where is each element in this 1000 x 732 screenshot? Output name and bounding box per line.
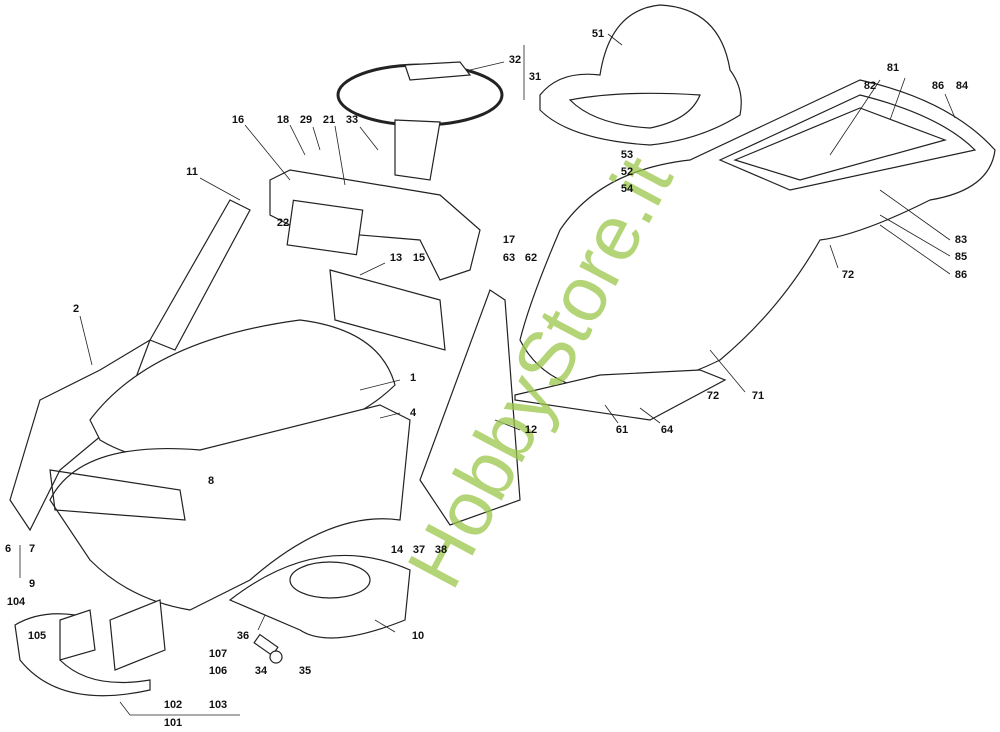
callout-35: 35 <box>298 665 312 677</box>
front-bumper <box>14 613 151 697</box>
callout-38: 38 <box>434 544 448 556</box>
callout-12: 12 <box>524 424 538 436</box>
callout-14: 14 <box>390 544 404 556</box>
side-panel-left <box>149 199 251 351</box>
callout-82: 82 <box>863 80 877 92</box>
rear-fender <box>519 79 996 391</box>
callout-17: 17 <box>502 234 516 246</box>
callout-101: 101 <box>163 717 183 729</box>
callout-105: 105 <box>27 630 47 642</box>
callout-85: 85 <box>954 251 968 263</box>
callout-104: 104 <box>6 596 26 608</box>
callout-37: 37 <box>412 544 426 556</box>
callout-10: 10 <box>411 630 425 642</box>
callout-33: 33 <box>345 114 359 126</box>
callout-15: 15 <box>412 252 426 264</box>
callout-107: 107 <box>208 648 228 660</box>
callout-22: 22 <box>276 217 290 229</box>
callout-62: 62 <box>524 252 538 264</box>
front-body <box>49 404 411 611</box>
callout-7: 7 <box>28 543 36 555</box>
callout-52: 52 <box>620 166 634 178</box>
callout-11: 11 <box>186 166 198 178</box>
panel-12 <box>419 289 521 526</box>
callout-8: 8 <box>207 475 215 487</box>
dashboard <box>269 169 481 281</box>
callout-103: 103 <box>208 699 228 711</box>
callout-31: 31 <box>528 71 542 83</box>
callout-61: 61 <box>615 424 629 436</box>
callout-86: 86 <box>931 80 945 92</box>
callout-29: 29 <box>299 114 313 126</box>
callout-81: 81 <box>886 62 900 74</box>
bumper-bracket <box>59 609 96 661</box>
callout-16: 16 <box>231 114 245 126</box>
callout-63: 63 <box>502 252 516 264</box>
callout-4: 4 <box>409 407 417 419</box>
callout-18: 18 <box>276 114 290 126</box>
seat <box>539 4 742 146</box>
callout-51: 51 <box>591 28 605 40</box>
callout-71: 71 <box>751 390 765 402</box>
callout-1: 1 <box>409 372 417 384</box>
bushing <box>269 650 283 664</box>
callout-6: 6 <box>4 543 12 555</box>
panel-13 <box>329 269 446 351</box>
callout-36: 36 <box>236 630 250 642</box>
callout-106: 106 <box>208 665 228 677</box>
callout-72: 72 <box>841 269 855 281</box>
footboard <box>514 369 727 421</box>
callout-84: 84 <box>955 80 969 92</box>
callout-64: 64 <box>660 424 674 436</box>
floor-pan <box>228 554 411 639</box>
callout-34: 34 <box>254 665 268 677</box>
callout-21: 21 <box>322 114 336 126</box>
callout-83: 83 <box>954 234 968 246</box>
callout-2: 2 <box>72 303 80 315</box>
callout-32: 32 <box>508 54 522 66</box>
callout-9: 9 <box>28 578 36 590</box>
callout-102: 102 <box>163 699 183 711</box>
callout-72b: 72 <box>706 390 720 402</box>
bracket-106 <box>109 599 166 671</box>
callout-53: 53 <box>620 149 634 161</box>
grille <box>49 469 186 521</box>
callout-86b: 86 <box>954 269 968 281</box>
callout-54: 54 <box>620 183 634 195</box>
callout-13: 13 <box>389 252 403 264</box>
